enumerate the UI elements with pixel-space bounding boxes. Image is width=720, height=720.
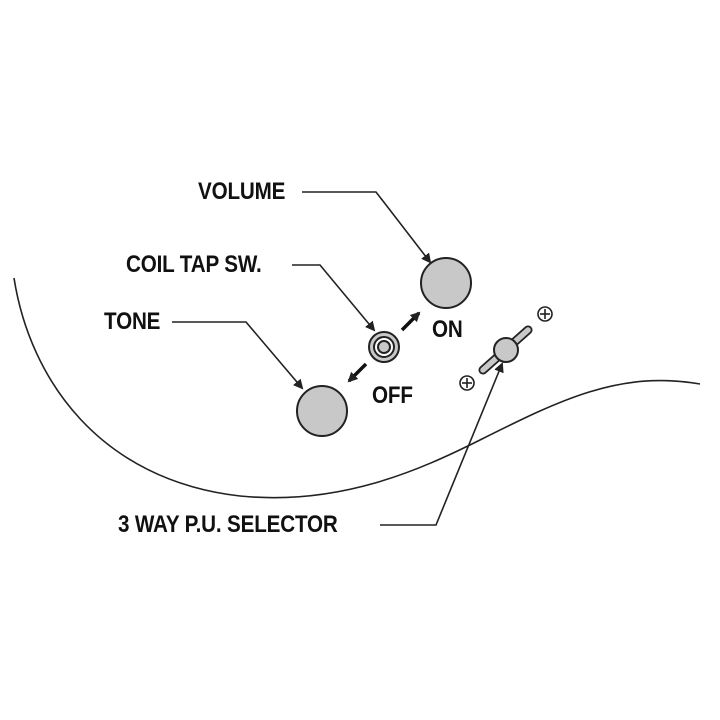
tone-knob[interactable] <box>296 385 348 437</box>
tone-leader-line <box>172 321 304 390</box>
coil-tap-leader-line <box>292 264 376 332</box>
pickup-selector-switch[interactable] <box>478 325 533 375</box>
coil-tap-switch[interactable] <box>368 331 400 363</box>
off-label: OFF <box>372 382 413 409</box>
pickup-selector-label: 3 WAY P.U. SELECTOR <box>118 511 338 538</box>
screw-icon <box>537 306 553 322</box>
tone-label: TONE <box>104 308 161 335</box>
coil-tap-label: COIL TAP SW. <box>126 251 262 278</box>
volume-knob[interactable] <box>420 257 472 309</box>
on-arrow-icon <box>400 311 421 332</box>
on-label: ON <box>432 316 463 343</box>
volume-label: VOLUME <box>198 178 286 205</box>
screw-icon <box>459 375 475 391</box>
selector-leader-line <box>380 362 504 526</box>
guitar-body-outline <box>13 277 701 499</box>
volume-leader-line <box>302 191 432 264</box>
off-arrow-icon <box>347 362 368 383</box>
